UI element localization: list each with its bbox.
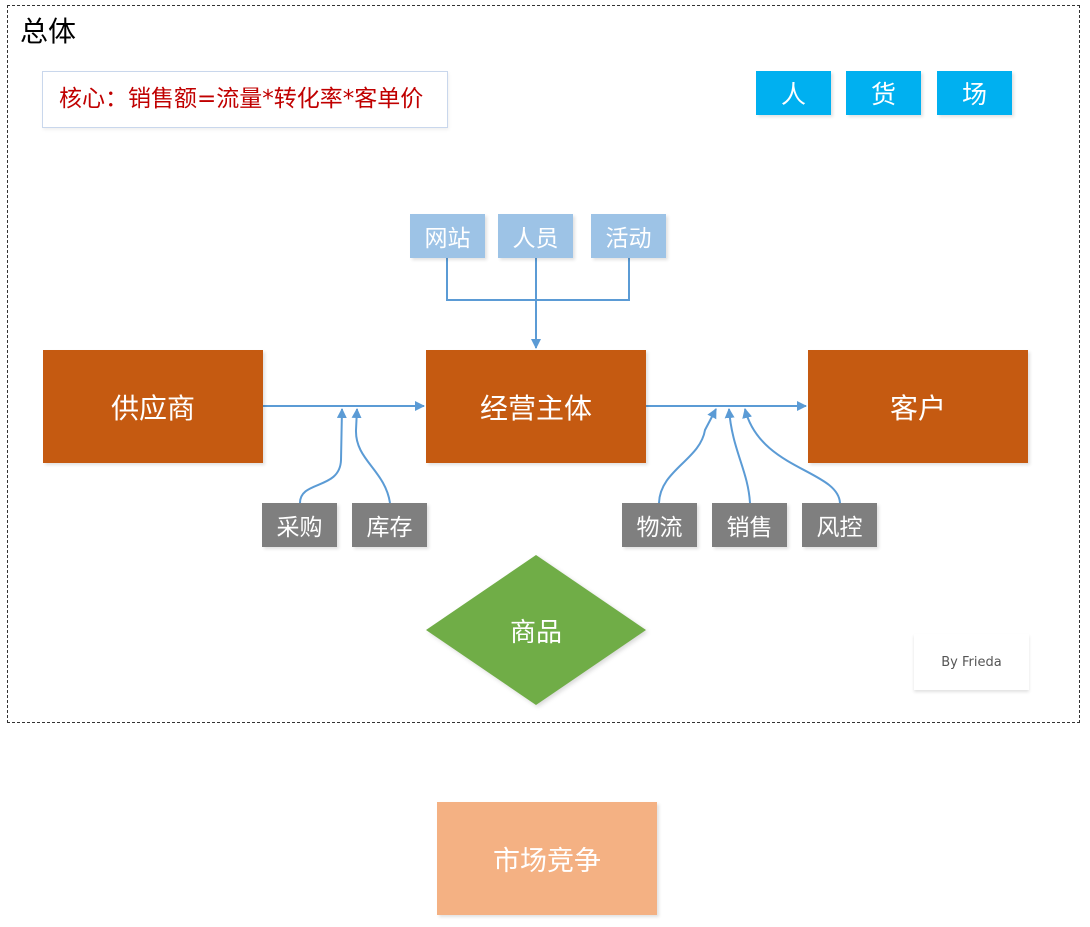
signature: By Frieda [914, 634, 1029, 690]
node-customer: 客户 [808, 350, 1028, 463]
pillar-people: 人 [756, 71, 831, 115]
pillar-goods: 货 [846, 71, 921, 115]
market-competition: 市场竞争 [437, 802, 657, 915]
line-logistics [658, 408, 717, 504]
factor-inventory: 库存 [352, 503, 427, 547]
line-procurement [299, 408, 347, 504]
factor-sales: 销售 [712, 503, 787, 547]
traffic-website: 网站 [410, 214, 485, 258]
line-sales [724, 408, 751, 504]
line-risk [742, 408, 841, 504]
product-label: 商品 [509, 617, 562, 648]
line-website-to-operator [446, 258, 630, 301]
factor-procurement: 采购 [262, 503, 337, 547]
traffic-staff: 人员 [498, 214, 573, 258]
factor-risk: 风控 [802, 503, 877, 547]
pillar-place: 场 [937, 71, 1012, 115]
frame-title: 总体 [20, 15, 77, 48]
line-inventory [351, 408, 391, 504]
product-diamond [426, 555, 646, 705]
node-operator: 经营主体 [426, 350, 646, 463]
factor-logistics: 物流 [622, 503, 697, 547]
overall-frame [7, 5, 1080, 723]
node-supplier: 供应商 [43, 350, 263, 463]
core-formula: 核心：销售额=流量*转化率*客单价 [42, 71, 448, 128]
traffic-activity: 活动 [591, 214, 666, 258]
